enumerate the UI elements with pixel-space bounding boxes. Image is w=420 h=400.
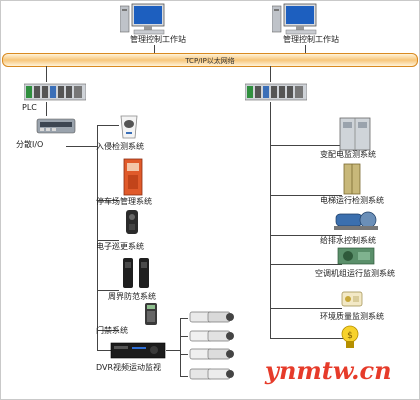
distributed-io-label: 分散I/O [16, 140, 44, 149]
pump-icon [334, 211, 378, 230]
perimeter-beams [120, 256, 152, 290]
hvac-icon [337, 247, 375, 265]
parking-barrier-icon [123, 158, 143, 196]
workstation-1 [119, 2, 170, 36]
elevator-icon [343, 163, 361, 195]
left-trunk [97, 125, 98, 351]
camera-4 [206, 328, 236, 344]
ethernet-bus: TCP/IP以太网络 [2, 53, 418, 67]
connector-io-trunk [66, 146, 98, 147]
ethernet-bus-label: TCP/IP以太网络 [185, 57, 235, 65]
connector-plc-io [46, 102, 47, 116]
camera-trunk [180, 318, 181, 376]
workstation-1-label: 管理控制工作站 [130, 35, 186, 44]
connector-left-rack [46, 66, 47, 82]
environment-monitor [340, 290, 364, 308]
watermark: ynmtw.cn [265, 356, 392, 385]
patrol-reader-icon [126, 210, 138, 234]
right-trunk [270, 102, 271, 338]
dvr-label: DVR视频运动监视 [96, 363, 162, 372]
camera-icon [207, 368, 234, 380]
dvr-icon [110, 342, 166, 359]
hvac-label: 空调机组运行监测系统 [315, 269, 395, 278]
branch-environment [270, 308, 342, 309]
parking-label: 停车场管理系统 [96, 197, 152, 206]
parking-gate [118, 155, 148, 197]
access-label: 门禁系统 [96, 326, 128, 335]
branch-intrusion [97, 125, 119, 126]
camera-branch-4 [180, 376, 188, 377]
infrared-beam-icon [123, 258, 149, 288]
substation-label: 变配电监测系统 [320, 150, 376, 159]
intrusion-sensor [118, 114, 140, 142]
access-keypad [144, 302, 158, 326]
water-pump [332, 206, 382, 232]
light-bulb-icon: $ [341, 325, 359, 348]
branch-dvr [97, 350, 111, 351]
branch-parking [97, 200, 119, 201]
camera-8 [206, 366, 236, 382]
connector-right-rack [270, 66, 271, 82]
elevator-cabinet [342, 162, 362, 196]
plc-rack-right [244, 82, 308, 102]
camera-branch-1 [180, 318, 188, 319]
camera-icon [207, 311, 234, 323]
branch-access [97, 330, 119, 331]
hvac-unit [336, 244, 376, 266]
electrical-cabinet-icon [339, 117, 371, 151]
branch-water [270, 235, 342, 236]
substation-cabinet [338, 116, 372, 152]
environment-label: 环境质量监测系统 [320, 312, 384, 321]
water-label: 给排水控制系统 [320, 236, 376, 245]
branch-hvac [270, 264, 342, 265]
plc-rack-icon [23, 83, 87, 101]
right-base [270, 338, 350, 339]
perimeter-label: 周界防范系统 [108, 292, 156, 301]
motion-sensor-icon [120, 115, 138, 139]
camera-branch-3 [180, 354, 188, 355]
plc-rack-left [23, 82, 87, 102]
patrol-label: 电子巡更系统 [96, 242, 144, 251]
branch-substation [270, 145, 342, 146]
plc-label: PLC [22, 103, 37, 112]
patrol-reader [122, 208, 142, 236]
camera-icon [207, 330, 234, 342]
camera-6 [206, 346, 236, 362]
connector-ws2 [305, 45, 306, 54]
workstation-2-label: 管理控制工作站 [283, 35, 339, 44]
plc-rack-icon [244, 83, 308, 101]
camera-icon [207, 348, 234, 360]
branch-patrol [97, 240, 119, 241]
elevator-label: 电梯运行检测系统 [320, 196, 384, 205]
branch-elevator [270, 195, 342, 196]
lighting-bulb: $ [340, 324, 360, 352]
workstation-icon [271, 3, 317, 35]
camera-2 [206, 309, 236, 325]
svg-text:$: $ [347, 331, 353, 341]
intrusion-label: 入侵检测系统 [96, 142, 144, 151]
branch-perimeter [97, 290, 119, 291]
io-module-icon [36, 118, 76, 134]
dvr-to-cameras [166, 350, 180, 351]
workstation-2 [271, 2, 322, 36]
camera-branch-2 [180, 336, 188, 337]
workstation-icon [119, 3, 165, 35]
distributed-io [36, 116, 76, 136]
connector-ws1 [154, 45, 155, 54]
environment-sensor-icon [341, 291, 363, 307]
keypad-icon [145, 303, 157, 325]
dvr-recorder [110, 340, 166, 360]
